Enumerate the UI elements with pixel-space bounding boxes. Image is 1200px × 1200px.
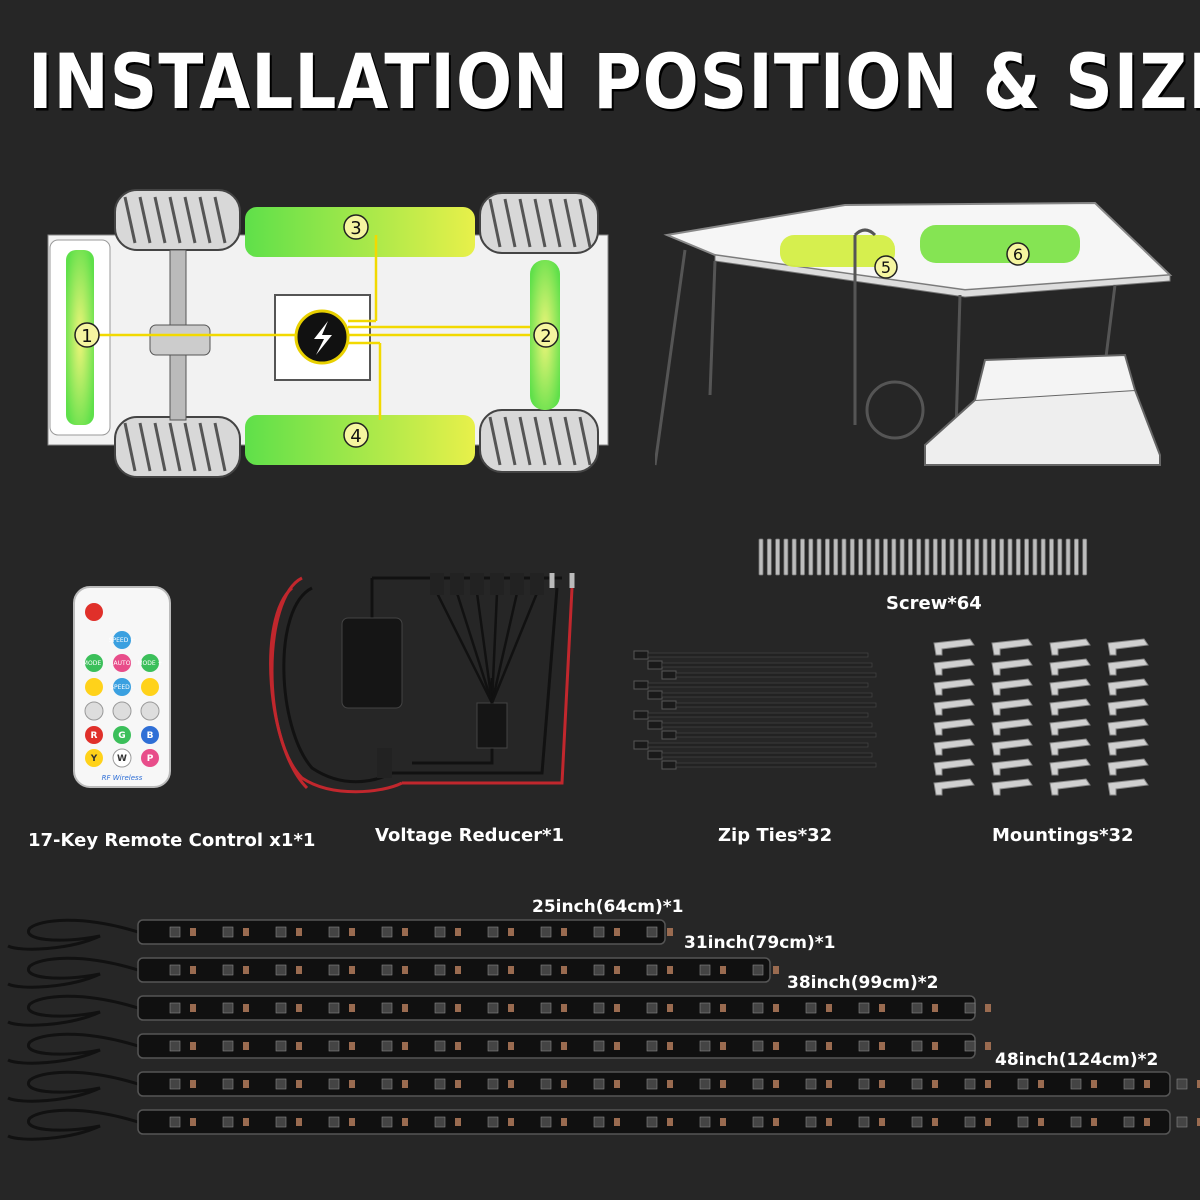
svg-text:6: 6	[1013, 245, 1023, 264]
position-marker-5: 5	[874, 255, 898, 279]
position-marker-2: 2	[533, 322, 559, 348]
svg-text:SPEED +: SPEED +	[109, 637, 136, 644]
strip-label-25in: 25inch(64cm)*1	[532, 897, 684, 917]
wiring-lines	[98, 235, 530, 420]
svg-text:AUTO: AUTO	[114, 660, 131, 667]
remote-label: 17-Key Remote Control x1*1	[28, 830, 316, 851]
led-strip	[7, 994, 991, 1027]
svg-text:MODE -: MODE -	[83, 660, 105, 667]
zip-ties-label: Zip Ties*32	[718, 825, 833, 846]
led-strips-diagram	[7, 918, 1200, 1141]
svg-text:4: 4	[350, 426, 361, 447]
strip-label-38in: 38inch(99cm)*2	[787, 973, 939, 993]
position-marker-1: 1	[74, 322, 100, 348]
mountings-image	[933, 638, 1149, 796]
cart-roof-diagram: 5 6	[655, 201, 1173, 466]
tire-front-top	[479, 192, 599, 254]
glow-position-5	[780, 235, 895, 267]
svg-text:3: 3	[350, 218, 361, 239]
svg-text:Y: Y	[90, 754, 98, 764]
voltage-reducer-label: Voltage Reducer*1	[375, 825, 565, 846]
svg-text:MODE +: MODE +	[137, 660, 162, 667]
svg-text:RF Wireless: RF Wireless	[102, 774, 143, 782]
svg-text:W: W	[117, 754, 127, 764]
screw-label: Screw*64	[886, 593, 982, 614]
svg-text:5: 5	[881, 258, 891, 277]
svg-text:R: R	[91, 731, 98, 741]
position-marker-3: 3	[343, 214, 369, 240]
svg-text:2: 2	[540, 326, 551, 347]
position-marker-4: 4	[343, 422, 369, 448]
screws-image	[758, 538, 1088, 576]
led-strip	[7, 1070, 1200, 1103]
svg-text:SPEED -: SPEED -	[110, 684, 134, 691]
voltage-reducer-image	[269, 573, 575, 794]
tire-rear-top	[114, 189, 241, 251]
cart-top-view-diagram: 1 2 3 4	[47, 189, 609, 478]
position-marker-6: 6	[1006, 242, 1030, 266]
glow-position-6	[920, 225, 1080, 263]
svg-text:1: 1	[81, 326, 92, 347]
tire-front-bottom	[479, 409, 599, 473]
svg-text:P: P	[147, 754, 154, 764]
strip-label-48in: 48inch(124cm)*2	[995, 1050, 1159, 1070]
tire-rear-bottom	[114, 416, 241, 478]
led-strip	[7, 956, 779, 989]
svg-text:G: G	[118, 731, 125, 741]
led-strip	[7, 918, 673, 951]
page-title: INSTALLATION POSITION & SIZE	[28, 38, 1200, 127]
strip-label-31in: 31inch(79cm)*1	[684, 933, 836, 953]
svg-text:B: B	[147, 731, 154, 741]
led-strip	[7, 1108, 1200, 1141]
remote-control-image: SPEED + MODE - AUTO MODE + SPEED - R G B…	[73, 586, 171, 788]
led-strip	[7, 1032, 991, 1065]
mountings-label: Mountings*32	[992, 825, 1134, 846]
zip-ties-image	[633, 650, 877, 770]
